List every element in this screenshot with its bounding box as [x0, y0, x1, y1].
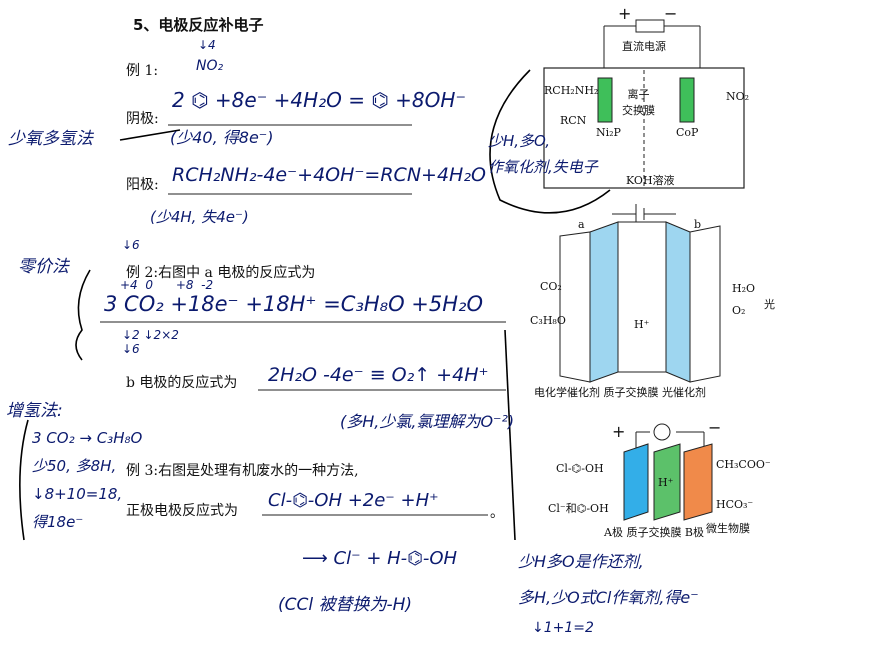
hw-nitro-sub: ↓4	[198, 38, 216, 52]
hw-product: ⟶ Cl⁻ + H-⌬-OH	[302, 548, 458, 569]
ch3coo-label: CH₃COO⁻	[716, 458, 771, 471]
hw-right-note-3: ↓1+1=2	[532, 620, 594, 636]
hw-anode-note: (少4H, 失4e⁻)	[150, 208, 249, 226]
hw-zero-valence-method: 零价法	[18, 257, 69, 277]
diagram-photoelectro	[559, 204, 721, 383]
diagram3-caption: A极 质子交换膜 B极	[604, 526, 705, 539]
h-plus-label: H⁺	[634, 318, 650, 331]
hw-top-arrow: ↓6	[122, 238, 140, 252]
example2-text: 例 2:右图中 a 电极的反应式为	[126, 265, 316, 281]
o2-label: O₂	[732, 304, 746, 317]
handwritten-arc	[489, 69, 611, 214]
example3-text: 例 3:右图是处理有机废水的一种方法,	[126, 463, 359, 479]
diagram3-plus: +	[612, 422, 626, 441]
diagram2-caption: 电化学催化剂 质子交换膜 光催化剂	[534, 386, 706, 399]
diagram-electrolysis	[543, 19, 745, 189]
light-label: 光	[764, 298, 775, 311]
hw-diagram1-note: 少H,多O, 作氧化剂,失电子	[488, 132, 598, 176]
hw-right-note-1: 少H多O是作还剂,	[518, 552, 644, 571]
hw-below-nums: ↓2 ↓2×2 ↓6	[122, 328, 179, 356]
hw-right-note-2: 多H,少O式Cl作氧剂,得e⁻	[518, 588, 699, 607]
c3h8o-label: C₃H₈O	[530, 314, 566, 327]
hw-a-equation: 3 CO₂ +18e⁻ +18H⁺ =C₃H₈O +5H₂O	[104, 292, 483, 316]
hco3-label: HCO₃⁻	[716, 498, 754, 511]
diagram3-minus: −	[708, 418, 722, 437]
power-label: 直流电源	[622, 40, 666, 53]
hw-anode-equation: RCH₂NH₂-4e⁻+4OH⁻=RCN+4H₂O	[172, 164, 486, 186]
hw-list-item: ↓8+10=18,	[32, 485, 123, 503]
diagram-organic-waste	[623, 423, 713, 521]
ni2p-electrode	[597, 77, 613, 123]
period: 。	[490, 505, 504, 521]
hw-cathode-note: (少40, 得8e⁻)	[170, 128, 274, 147]
hw-nitro: NO₂	[196, 58, 224, 74]
hw-list-item: 3 CO₂ → C₃H₈O	[32, 429, 143, 447]
microbe-label: 微生物膜	[706, 522, 750, 535]
hw-ccl-note: (CCl 被替换为-H)	[278, 595, 413, 615]
positive-electrode-label: 正极电极反应式为	[126, 503, 238, 519]
no2-label: NO₂	[726, 90, 750, 103]
ni2p-label: Ni₂P	[596, 126, 621, 139]
membrane-label: 离子 交换膜	[622, 88, 655, 117]
cl-oh-label: Cl-⌬-OH	[556, 462, 604, 475]
rcn-label: RCN	[560, 114, 587, 127]
label-a: a	[578, 218, 585, 231]
h2o-label: H₂O	[732, 282, 756, 295]
b-electrode-label: b 电极的反应式为	[126, 375, 238, 391]
koh-label: KOH溶液	[626, 174, 675, 187]
rch2nh2-label: RCH₂NH₂	[544, 84, 599, 97]
cathode-label: 阴极:	[126, 111, 159, 127]
hw-positive-equation: Cl-⌬-OH +2e⁻ +H⁺	[268, 490, 439, 511]
electrode-a	[589, 221, 619, 383]
hw-method-list: 3 CO₂ → C₃H₈O 少50, 多8H, ↓8+10=18, 得18e⁻	[32, 424, 142, 536]
electrode-b	[665, 221, 691, 383]
hw-list-item: 少50, 多8H,	[32, 457, 117, 475]
hw-add-hydrogen-method: 增氢法:	[6, 401, 63, 421]
cl-and-label: Cl⁻和⌬-OH	[548, 502, 609, 515]
hw-oxidation-nums: +4 0 +8 -2	[120, 278, 214, 292]
cop-label: CoP	[676, 126, 699, 139]
diagram1-minus: −	[664, 4, 678, 23]
h-plus-3-label: H⁺	[658, 476, 674, 489]
hw-left-note: 少氧多氢法	[8, 129, 93, 149]
hw-list-item: 得18e⁻	[32, 513, 84, 531]
hw-paren-note: (多H,少氯,氯理解为O⁻²)	[340, 412, 515, 431]
section-title: 5、电极反应补电子	[133, 16, 264, 34]
anode-label: 阳极:	[126, 177, 159, 193]
hw-cathode-equation: 2 ⌬ +8e⁻ +4H₂O = ⌬ +8OH⁻	[172, 88, 466, 112]
cop-electrode	[679, 77, 695, 123]
co2-label: CO₂	[540, 280, 562, 293]
diagram1-plus: +	[618, 4, 632, 23]
example1-label: 例 1:	[126, 63, 159, 79]
label-b: b	[694, 218, 702, 231]
hw-b-equation: 2H₂O -4e⁻ ≡ O₂↑ +4H⁺	[268, 364, 489, 386]
